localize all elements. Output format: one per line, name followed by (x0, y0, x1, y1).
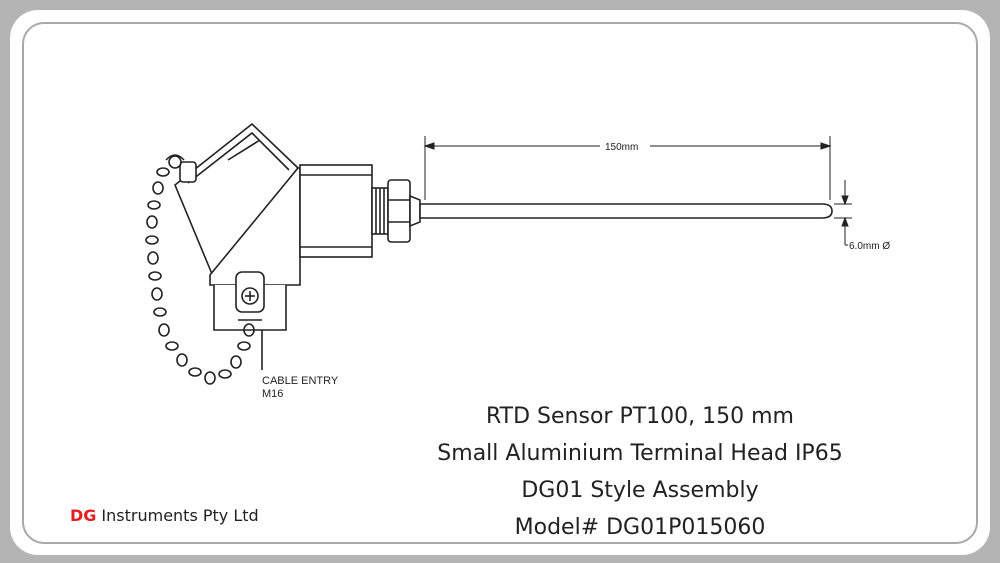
caption-line-2: Small Aluminium Terminal Head IP65 (437, 441, 843, 466)
cable-entry-label: CABLE ENTRY (262, 375, 339, 387)
cable-gland (213, 271, 287, 331)
product-caption: RTD Sensor PT100, 150 mm Small Aluminium… (380, 398, 900, 546)
brand-mark: DG (70, 506, 97, 525)
probe-sheath (419, 203, 833, 219)
terminal-head-body (209, 164, 373, 286)
lid-chain (145, 167, 255, 385)
brand-name: Instruments Pty Ltd (101, 506, 259, 525)
caption-line-3: DG01 Style Assembly (521, 478, 759, 503)
length-dimension (423, 136, 832, 200)
lid-hinge (165, 154, 197, 183)
thread-and-nut (371, 179, 421, 243)
diameter-dimension (834, 180, 852, 246)
cable-entry-size-label: M16 (262, 388, 283, 400)
diameter-label: 6.0mm Ø (849, 241, 890, 252)
terminal-head-lid (174, 122, 300, 276)
caption-line-4: Model# DG01P015060 (514, 515, 766, 540)
content-card (22, 22, 978, 544)
caption-line-1: RTD Sensor PT100, 150 mm (486, 404, 794, 429)
length-label: 150mm (605, 142, 638, 153)
